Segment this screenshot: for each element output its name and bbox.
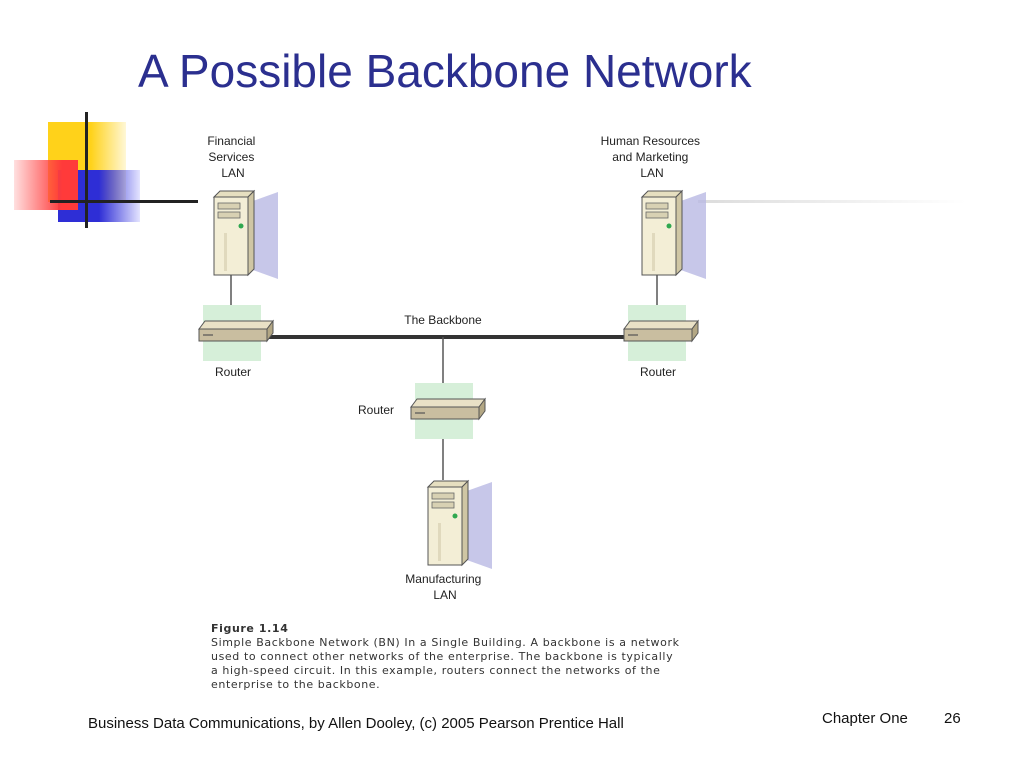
caption-line: used to connect other networks of the en… bbox=[211, 650, 674, 663]
server-financial-icon bbox=[213, 190, 279, 280]
figure-caption: Figure 1.14 Simple Backbone Network (BN)… bbox=[211, 622, 731, 692]
backbone-diagram: Financial Services LAN Human Resources a… bbox=[198, 134, 707, 602]
lan-label-hr: Human Resources and Marketing LAN bbox=[601, 134, 704, 180]
router-right-icon bbox=[623, 304, 699, 362]
router-label-left: Router bbox=[215, 365, 251, 379]
deco-vertical-line bbox=[85, 112, 88, 228]
caption-line: Simple Backbone Network (BN) In a Single… bbox=[211, 636, 680, 649]
router-left-icon bbox=[198, 304, 274, 362]
deco-horizontal-rule bbox=[50, 200, 198, 203]
server-manufacturing-icon bbox=[427, 480, 493, 570]
router-label-right: Router bbox=[640, 365, 676, 379]
footer-page-number: 26 bbox=[944, 710, 961, 727]
server-hr-icon bbox=[641, 190, 707, 280]
footer-source: Business Data Communications, by Allen D… bbox=[88, 715, 624, 732]
lan-label-manufacturing: Manufacturing LAN bbox=[405, 572, 484, 602]
deco-fading-rule bbox=[698, 200, 966, 203]
footer-chapter: Chapter One bbox=[822, 710, 908, 727]
backbone-label: The Backbone bbox=[404, 313, 482, 327]
router-center-icon bbox=[410, 382, 486, 440]
figure-number: Figure 1.14 bbox=[211, 622, 289, 635]
router-label-center: Router bbox=[358, 403, 394, 417]
lan-label-financial: Financial Services LAN bbox=[207, 134, 258, 180]
caption-line: enterprise to the backbone. bbox=[211, 678, 381, 691]
slide-title: A Possible Backbone Network bbox=[138, 45, 752, 97]
caption-line: a high-speed circuit. In this example, r… bbox=[211, 664, 661, 677]
